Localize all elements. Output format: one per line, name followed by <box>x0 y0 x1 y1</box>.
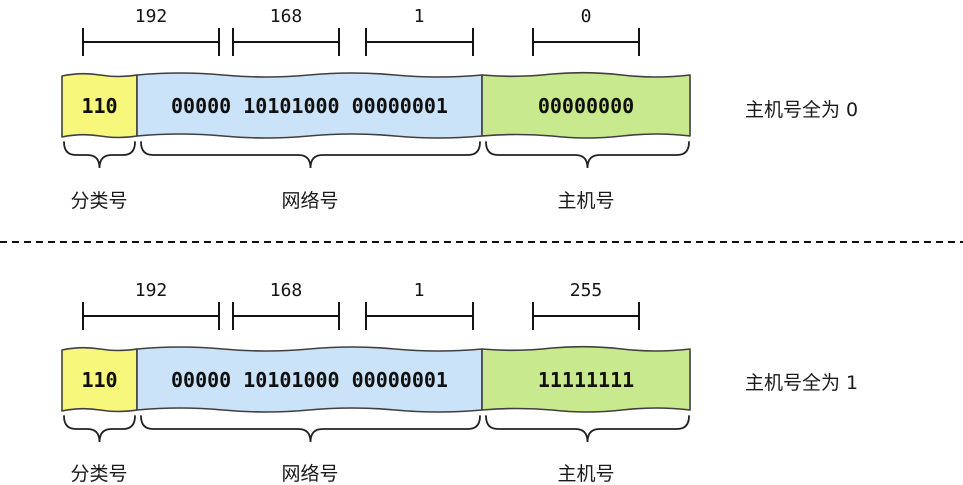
octet-value-1: 1 <box>413 280 425 301</box>
class-field-label: 分类号 <box>70 463 128 485</box>
octet-value-168: 168 <box>269 280 303 301</box>
braces-top <box>63 141 690 169</box>
host-brace <box>485 141 690 169</box>
host-field-label: 主机号 <box>557 190 615 212</box>
class-brace <box>63 415 136 443</box>
dimension-bracket-168 <box>232 28 340 56</box>
octet-value-host: 255 <box>569 280 603 301</box>
network-bits-value: 00000 10101000 00000001 <box>171 367 448 392</box>
octet-value-192: 192 <box>134 6 168 27</box>
class-bits-value: 110 <box>81 93 118 118</box>
host-field-label: 主机号 <box>557 463 615 485</box>
host-bits-box <box>481 71 691 139</box>
octet-value-1: 1 <box>413 6 425 27</box>
host-bits-box <box>481 345 691 413</box>
host-bits-value: 00000000 <box>537 93 635 118</box>
host-brace <box>485 415 690 443</box>
class-bits-value: 110 <box>81 367 118 392</box>
octet-value-168: 168 <box>269 6 303 27</box>
class-field-label: 分类号 <box>70 190 128 212</box>
dimension-brackets-bottom <box>82 302 640 330</box>
bit-boxes-bottom <box>61 345 691 413</box>
braces-bottom <box>63 415 690 443</box>
annotation-host-all-ones: 主机号全为 1 <box>745 372 859 394</box>
dimension-bracket-0 <box>532 28 640 56</box>
dimension-bracket-192 <box>82 302 220 330</box>
bit-boxes-top <box>61 71 691 139</box>
host-bits-value: 11111111 <box>537 367 635 392</box>
network-field-label: 网络号 <box>281 190 339 212</box>
octet-value-192: 192 <box>134 280 168 301</box>
dimension-brackets-top <box>82 28 640 56</box>
annotation-host-all-zeros: 主机号全为 0 <box>745 99 859 121</box>
dimension-bracket-192 <box>82 28 220 56</box>
network-field-label: 网络号 <box>281 463 339 485</box>
network-brace <box>140 415 481 443</box>
network-brace <box>140 141 481 169</box>
dimension-bracket-168 <box>232 302 340 330</box>
dimension-bracket-1 <box>365 28 474 56</box>
dimension-bracket-1 <box>365 302 474 330</box>
dimension-bracket-255 <box>532 302 640 330</box>
class-brace <box>63 141 136 169</box>
network-bits-value: 00000 10101000 00000001 <box>171 93 448 118</box>
octet-value-host: 0 <box>580 6 592 27</box>
